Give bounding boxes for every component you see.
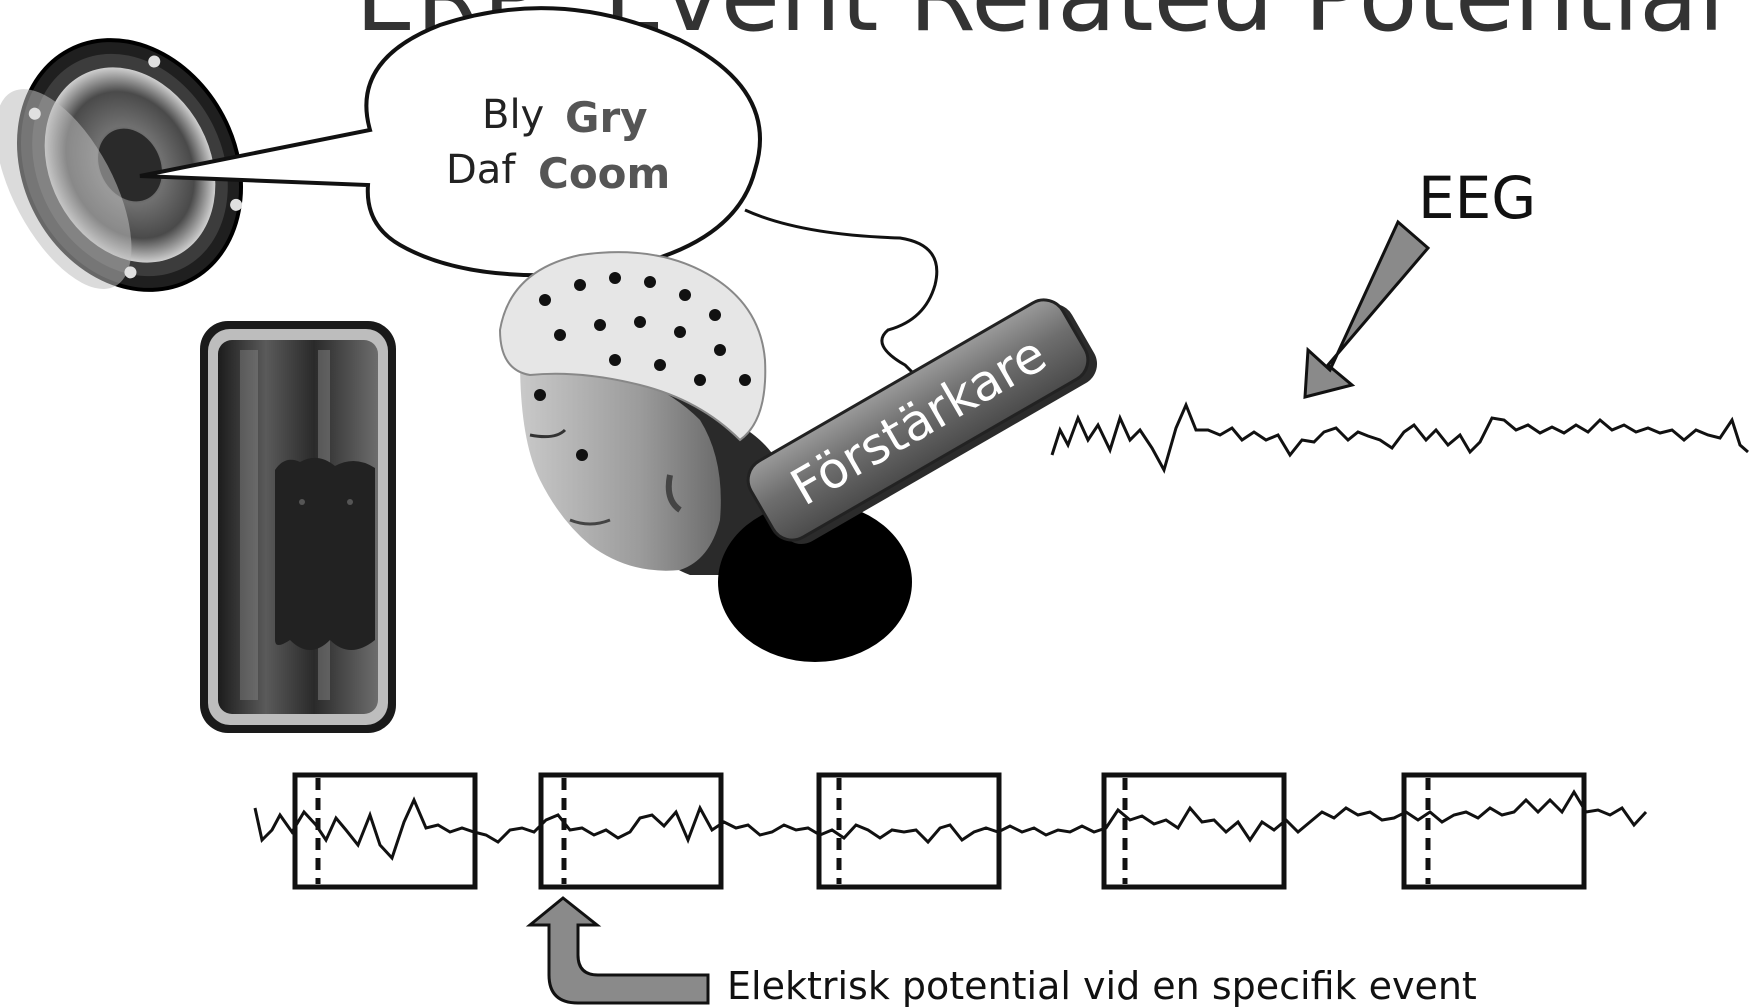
epoch-box-4 [1101,772,1287,890]
amplifier-base [718,502,912,662]
speech-bubble: Bly Gry Daf Coom [139,6,762,278]
amplifier-box-icon: Förstärkare [746,298,1098,544]
person-eeg-cap-icon [498,251,790,575]
caption-text: Elektrisk potential vid en specifik even… [727,964,1477,1008]
eeg-arrow [1303,219,1431,399]
epoch-box-1 [292,772,478,890]
epoch-boxes [292,772,1587,890]
eeg-trace [1050,401,1749,474]
screen-display-icon [200,321,396,733]
event-markers [315,778,1431,884]
epoch-box-2 [538,772,724,890]
eeg-label: EEG [1418,164,1536,232]
bubble-word-gry: Gry [565,93,648,142]
lower-eeg-trace [253,789,1648,861]
epoch-box-3 [816,772,1002,890]
bubble-word-daf: Daf [446,147,516,193]
event-arrow [525,896,710,1005]
bubble-word-coom: Coom [538,149,670,198]
cable-line [744,208,939,387]
bubble-word-bly: Bly [482,92,544,138]
epoch-box-5 [1401,772,1587,890]
